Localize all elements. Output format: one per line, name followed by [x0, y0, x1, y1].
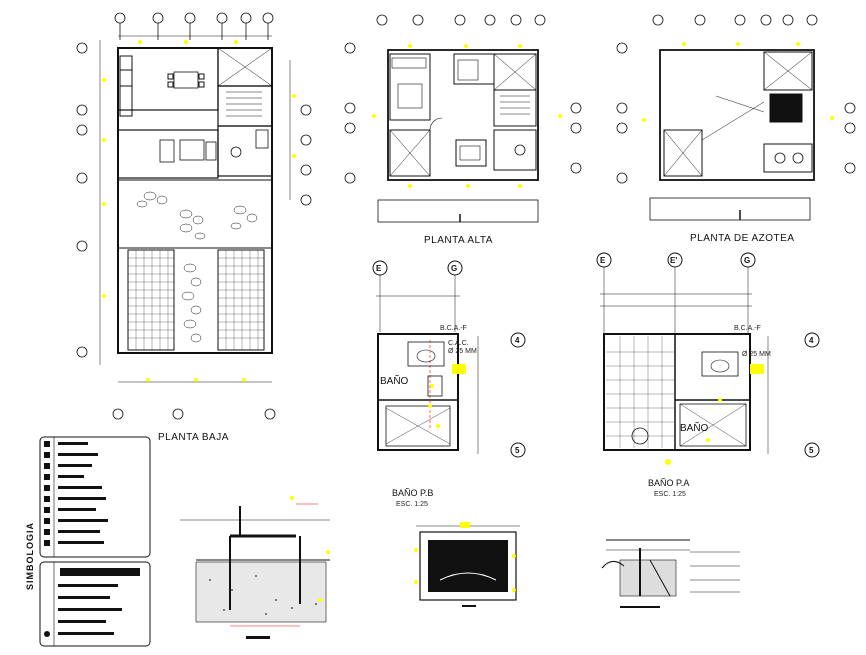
bano-pb-title: BAÑO P.B: [392, 488, 433, 498]
planta-alta-plan: [344, 14, 582, 223]
simbologia-title: SIMBOLOGIA: [25, 522, 35, 590]
axis-label-e-pb: E: [376, 264, 382, 273]
yellow-markers-pb: [102, 40, 296, 382]
planta-alta-title: PLANTA ALTA: [424, 235, 493, 246]
room-label-bano-pb: BAÑO: [380, 374, 409, 387]
parking-grid-left: [127, 249, 175, 351]
axis-bubbles-top-pb: [114, 12, 274, 40]
axis-label-e-pa: E: [600, 256, 606, 265]
axis-bubble-5-pb: [510, 442, 526, 458]
axis-label-g-pb: G: [451, 264, 457, 273]
garden-stones: [136, 191, 258, 343]
axis-label-g-pa: G: [744, 256, 750, 265]
axis-label-5-pa: 5: [809, 446, 814, 455]
axis-bubble-4-pb: [510, 332, 526, 348]
axis-bubbles-left-pb: [76, 42, 312, 358]
legend-text-bars: [58, 442, 108, 544]
axis-label-eprime-pa: E': [670, 256, 677, 265]
terrain-section-detail: [601, 539, 740, 608]
bano-pa-title: BAÑO P.A: [648, 478, 689, 488]
planta-azotea-plan: [616, 14, 856, 221]
axis-label-5-pb: 5: [515, 446, 520, 455]
bano-pb-plan: [372, 260, 526, 458]
parking-grid-right: [217, 249, 265, 351]
cistern-section-detail: [414, 522, 520, 607]
bano-pa-plan: [596, 252, 820, 465]
bcap-label-pa: B.C.A.-F: [734, 325, 761, 332]
simbologia-legend: [39, 436, 151, 647]
planta-baja-title: PLANTA BAJA: [158, 432, 229, 443]
planta-azotea-title: PLANTA DE AZOTEA: [690, 233, 795, 244]
tile-grid-pa: [606, 336, 674, 448]
cac-label-pb: C.A.C.: [448, 340, 469, 347]
bcap-label-pb: B.C.A.-F: [440, 325, 467, 332]
pipe-connection-detail: [180, 496, 330, 639]
room-label-bano-pa: BAÑO: [680, 421, 709, 434]
bano-pa-scale: ESC. 1:25: [654, 491, 686, 498]
diameter-label-pa: Ø 25 MM: [742, 351, 771, 358]
planta-baja-plan: [76, 12, 312, 420]
axis-label-4-pa: 4: [809, 336, 814, 345]
axis-label-4-pb: 4: [515, 336, 520, 345]
diameter-label-pb: Ø 25 MM: [448, 348, 477, 355]
legend-symbols: [44, 441, 50, 546]
bano-pb-scale: ESC. 1:25: [396, 501, 428, 508]
